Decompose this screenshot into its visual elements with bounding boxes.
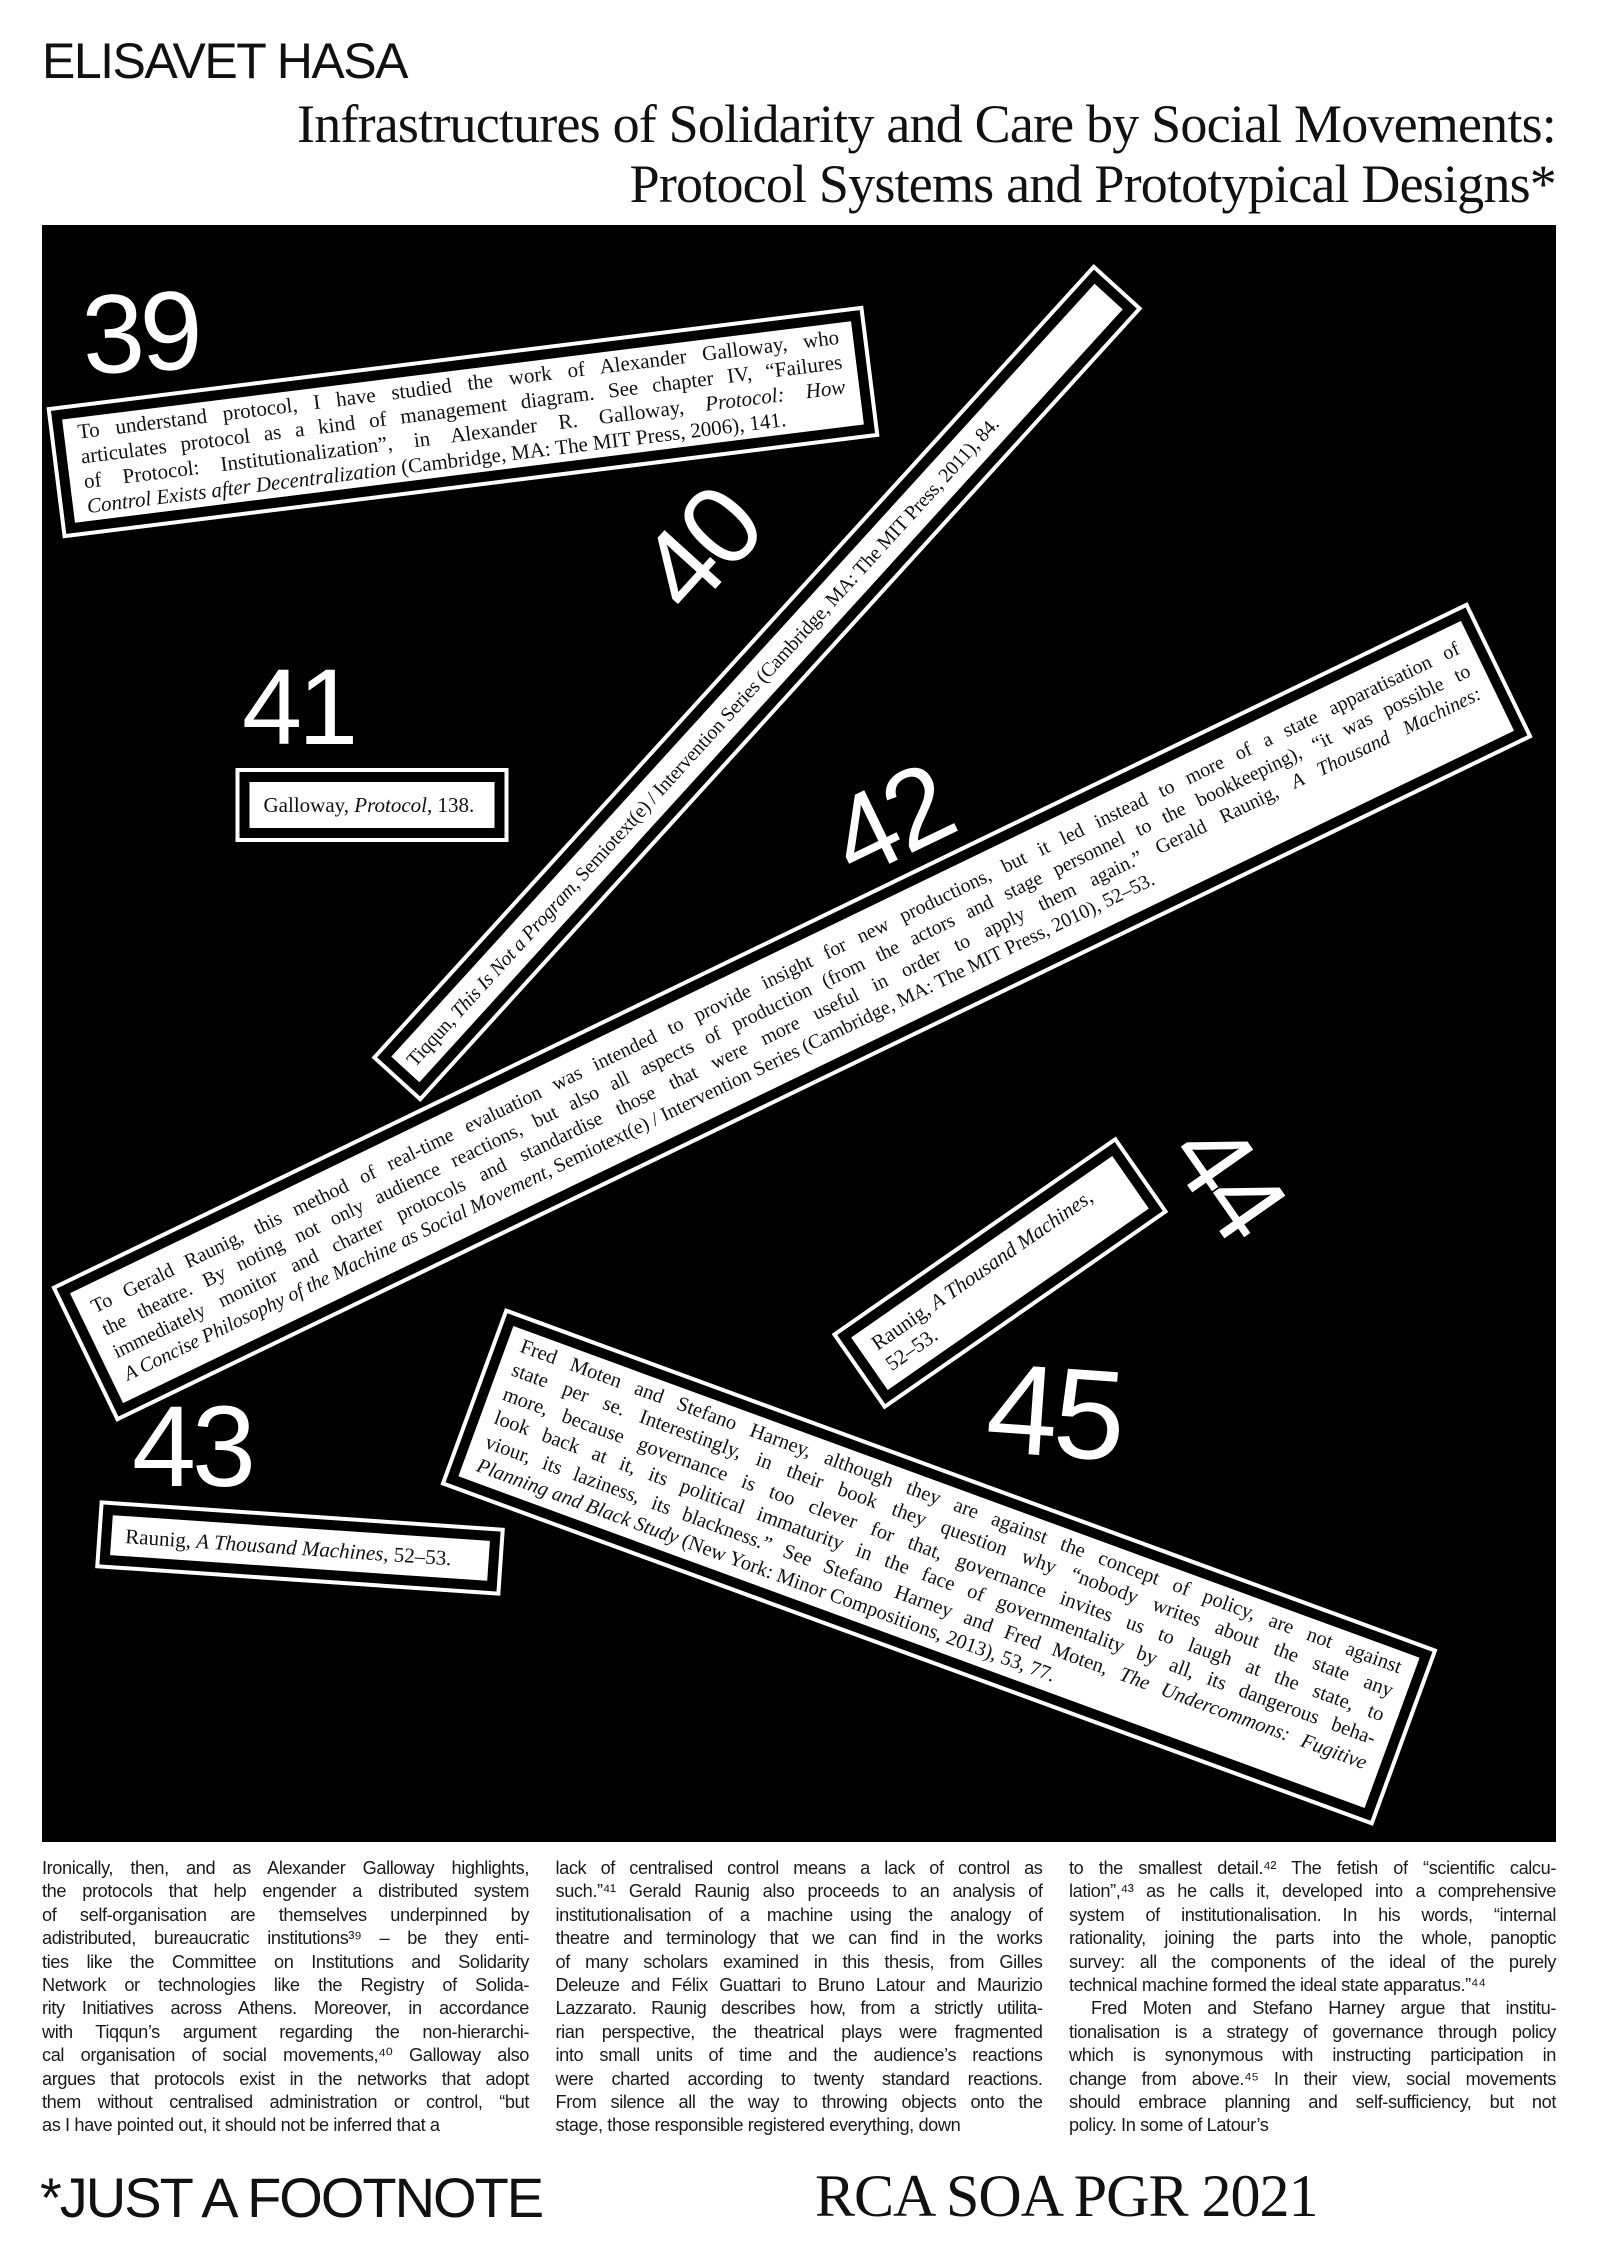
footnote-text: immediately monitor and charter protocol…: [109, 773, 1298, 1363]
body-text-line: them without centralised administration …: [42, 2092, 529, 2113]
footnote-text: look back at it, its political immaturit…: [491, 1406, 1379, 1750]
footnote-number-40: 40: [614, 463, 786, 634]
body-text-line: cal organisation of social movements,⁴⁰ …: [42, 2045, 529, 2066]
footnote-text: Galloway,: [263, 792, 355, 817]
body-text-line: which is synonymous with instructing par…: [1069, 2045, 1556, 2066]
footnote-text: Tiqqun,: [402, 1007, 463, 1071]
body-text-line: Deleuze and Félix Guattari to Bruno Lato…: [555, 1975, 1043, 1996]
footnote-title-italic: This Is Not a Program: [446, 877, 581, 1023]
body-text-line: as I have pointed out, it should not be …: [42, 2115, 440, 2136]
body-text-line: policy. In some of Latour’s: [1069, 2115, 1269, 2136]
body-column-2: lack of centralised control means a lack…: [556, 1857, 1043, 2138]
footnote-text: , 52–53.: [382, 1541, 453, 1570]
body-text-line: argues that protocols exist in the netwo…: [42, 2068, 529, 2089]
body-text-line: change from above.⁴⁵ In their view, soci…: [1069, 2068, 1556, 2089]
body-text-line: theatre and terminology that we can find…: [555, 1928, 1043, 1949]
body-text-line: such.”⁴¹ Gerald Raunig also proceeds to …: [555, 1881, 1043, 1902]
body-text-line: rity Initiatives across Athens. Moreover…: [42, 1998, 529, 2019]
footnote-number-45: 45: [982, 1336, 1127, 1489]
footnote-line: Raunig, A Thousand Machines, 52–53.: [125, 1524, 476, 1573]
body-text-line: Network or technologies like the Registr…: [42, 1975, 529, 1996]
body-text-line: should embrace planning and self-suffici…: [1069, 2092, 1556, 2113]
footnote-number-43: 43: [132, 1383, 256, 1511]
footnote-line: look back at it, its political immaturit…: [490, 1406, 1379, 1752]
body-text-line: technical machine formed the ideal state…: [1069, 1975, 1486, 1996]
body-column-1: Ironically, then, and as Alexander Gallo…: [42, 1857, 529, 2138]
body-text-line: institutionalisation of a machine using …: [555, 1904, 1043, 1925]
body-text-line: rationality, joining the parts into the …: [1069, 1928, 1556, 1949]
body-column-3: to the smallest detail.⁴² The fetish of …: [1069, 1857, 1556, 2138]
footnote-number-44: 44: [1146, 1098, 1311, 1260]
footnote-box-45: Fred Moten and Stefano Harney, although …: [445, 1313, 1433, 1821]
page-title: Infrastructures of Solidarity and Care b…: [297, 94, 1557, 214]
footnote-title-italic: A Thousand Machines: [195, 1528, 385, 1566]
body-text-line: lack of centralised control means a lack…: [555, 1858, 1043, 1878]
body-text-line: Fred Moten and Stefano Harney argue that…: [1091, 1998, 1556, 2019]
footnote-text: Raunig,: [124, 1523, 198, 1553]
footnote-number-41: 41: [242, 646, 358, 767]
author-name: ELISAVET HASA: [42, 33, 408, 89]
body-text-line: system of institutionalisation. In his w…: [1069, 1904, 1556, 1925]
body-text-line: Lazzarato. Raunig describes how, from a …: [555, 1998, 1043, 2019]
footnote-text: , Semiotext(e) / Intervention Series (Ca…: [541, 868, 1159, 1182]
body-text-line: lation”,⁴³ as he calls it, developed int…: [1069, 1881, 1556, 1902]
body-text-line: rian perspective, the theatrical plays w…: [555, 2021, 1043, 2042]
body-text-line: were charted according to twenty standar…: [555, 2068, 1043, 2089]
body-text-line: stage, those responsible registered ever…: [555, 2115, 961, 2136]
footnote-line: Galloway, Protocol, 138.: [264, 793, 481, 818]
body-text-line: tionalisation is a strategy of governanc…: [1069, 2021, 1556, 2042]
body-text-line: adistributed, bureaucratic institutions³…: [42, 1928, 529, 1949]
body-text-line: From silence all the way to throwing obj…: [555, 2092, 1043, 2113]
footnote-collage: 39 40 41 42 43 44 45 To understand proto…: [42, 225, 1556, 1842]
body-text-line: with Tiqqun’s argument regarding the non…: [42, 2021, 529, 2042]
footnote-line: more, because governance is too clever f…: [499, 1382, 1388, 1728]
footer-publication-label: RCA SOA PGR 2021: [815, 2163, 1318, 2229]
body-text-line: of many scholars examined in this thesis…: [555, 1951, 1043, 1972]
footnote-box-43: Raunig, A Thousand Machines, 52–53.: [99, 1504, 501, 1592]
footer-series-label: *JUST A FOOTNOTE: [40, 2166, 544, 2229]
body-text: Ironically, then, and as Alexander Gallo…: [42, 1857, 1556, 2138]
footnote-box-41: Galloway, Protocol, 138.: [239, 772, 505, 838]
title-line-2: Protocol Systems and Prototypical Design…: [629, 154, 1557, 214]
body-text-line: into small units of time and the audienc…: [555, 2045, 1043, 2066]
body-text-line: survey: all the components of the ideal …: [1069, 1951, 1556, 1972]
footnote-text: , 138.: [427, 792, 475, 817]
footnote-text: more, because governance is too clever f…: [499, 1382, 1388, 1726]
footnote-line: Raunig, A Thousand Machines,: [867, 1170, 1119, 1356]
body-text-line: the protocols that help engender a distr…: [42, 1881, 529, 1902]
footnote-number-39: 39: [78, 267, 202, 398]
body-text-line: of self-organisation are themselves unde…: [42, 1904, 529, 1925]
body-text-line: Ironically, then, and as Alexander Gallo…: [42, 1858, 529, 1878]
body-text-line: ties like the Committee on Institutions …: [42, 1951, 529, 1972]
footnote-title-italic: Protocol: [354, 792, 427, 817]
body-text-line: to the smallest detail.⁴² The fetish of …: [1069, 1858, 1556, 1878]
title-line-1: Infrastructures of Solidarity and Care b…: [297, 94, 1557, 154]
